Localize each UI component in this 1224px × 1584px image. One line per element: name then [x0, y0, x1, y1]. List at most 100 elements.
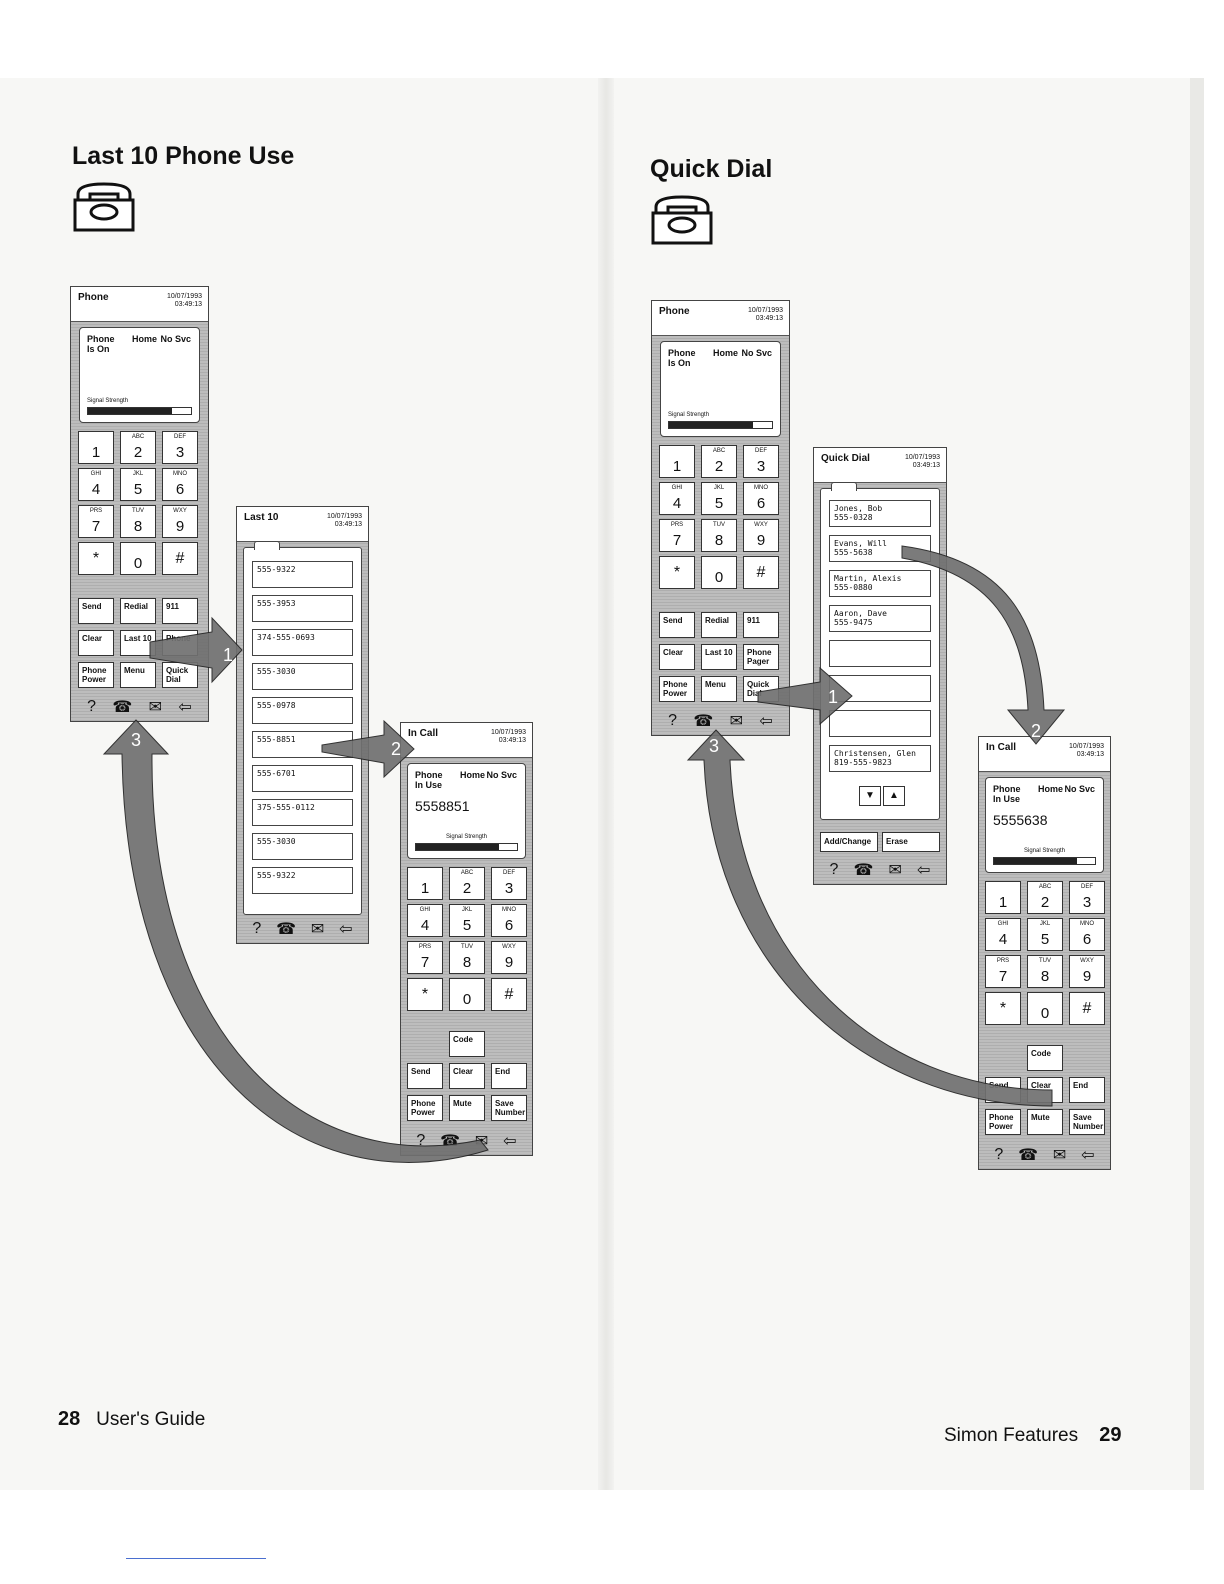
mail-icon[interactable]: ✉ [310, 921, 325, 938]
list-item[interactable] [829, 675, 931, 702]
mail-icon[interactable]: ✉ [888, 862, 902, 879]
keypad-key-hash[interactable]: # [491, 978, 527, 1011]
help-icon[interactable]: ? [829, 861, 839, 878]
phone-icon[interactable]: ☎ [853, 862, 874, 879]
phone-power-button[interactable]: Phone Power [407, 1095, 443, 1121]
list-item[interactable] [829, 640, 931, 667]
mail-icon[interactable]: ✉ [148, 699, 163, 716]
save-number-button[interactable]: Save Number [1069, 1109, 1105, 1135]
phone-button[interactable]: Phone [162, 630, 198, 656]
phone-icon[interactable]: ☎ [1018, 1147, 1039, 1164]
send-button[interactable]: Send [78, 598, 114, 624]
clear-button[interactable]: Clear [1027, 1077, 1063, 1103]
mute-button[interactable]: Mute [449, 1095, 485, 1121]
back-arrow-icon[interactable]: ⇦ [178, 699, 192, 716]
keypad-key-0[interactable]: 0 [449, 978, 485, 1011]
emergency-button[interactable]: 911 [743, 612, 779, 638]
list-item[interactable]: 375-555-0112 [252, 799, 353, 826]
back-arrow-icon[interactable]: ⇦ [1081, 1147, 1095, 1164]
save-number-button[interactable]: Save Number [491, 1095, 527, 1121]
phone-icon[interactable]: ☎ [112, 699, 133, 716]
list-item[interactable]: 555-9322 [252, 867, 353, 894]
help-icon[interactable]: ? [87, 698, 97, 715]
redial-button[interactable]: Redial [701, 612, 737, 638]
help-icon[interactable]: ? [994, 1146, 1004, 1163]
send-button[interactable]: Send [985, 1077, 1021, 1103]
send-button[interactable]: Send [407, 1063, 443, 1089]
last10-button[interactable]: Last 10 [701, 644, 737, 670]
phone-icon[interactable]: ☎ [693, 713, 714, 730]
add-change-button[interactable]: Add/Change [820, 832, 878, 852]
quick-dial-button[interactable]: Quick Dial [743, 676, 779, 702]
scroll-down-button[interactable]: ▼ [859, 786, 881, 806]
clear-button[interactable]: Clear [78, 630, 114, 656]
last10-button[interactable]: Last 10 [120, 630, 156, 656]
list-item[interactable]: 555-3953 [252, 595, 353, 622]
phone-power-button[interactable]: Phone Power [659, 676, 695, 702]
phone-power-button[interactable]: Phone Power [985, 1109, 1021, 1135]
back-arrow-icon[interactable]: ⇦ [759, 713, 773, 730]
menu-button[interactable]: Menu [701, 676, 737, 702]
keypad-key-hash[interactable]: # [743, 556, 779, 589]
list-item[interactable] [829, 710, 931, 737]
keypad-key-1[interactable]: 1 [78, 431, 114, 464]
redial-button[interactable]: Redial [120, 598, 156, 624]
back-arrow-icon[interactable]: ⇦ [503, 1133, 517, 1150]
keypad-key-1[interactable]: 1 [407, 867, 443, 900]
keypad-key-star[interactable]: * [407, 978, 443, 1011]
clear-button[interactable]: Clear [659, 644, 695, 670]
mail-icon[interactable]: ✉ [474, 1133, 489, 1150]
help-icon[interactable]: ? [252, 920, 262, 937]
keypad-key-hash[interactable]: # [162, 542, 198, 575]
list-item[interactable]: 555-6701 [252, 765, 353, 792]
mute-button[interactable]: Mute [1027, 1109, 1063, 1135]
phone-icon[interactable]: ☎ [440, 1133, 461, 1150]
list-item[interactable]: 555-3030 [252, 663, 353, 690]
help-icon[interactable]: ? [668, 712, 678, 729]
keypad-key-0[interactable]: 0 [1027, 992, 1063, 1025]
end-button[interactable]: End [491, 1063, 527, 1089]
mail-icon[interactable]: ✉ [729, 713, 744, 730]
keypad-key-1[interactable]: 1 [659, 445, 695, 478]
phone-pager-button[interactable]: Phone Pager [743, 644, 779, 670]
keypad-key-1[interactable]: 1 [985, 881, 1021, 914]
list-item[interactable]: 555-0978 [252, 697, 353, 724]
scroll-up-button[interactable]: ▲ [883, 786, 905, 806]
mail-icon[interactable]: ✉ [1052, 1147, 1067, 1164]
menu-button[interactable]: Menu [120, 662, 156, 688]
code-button[interactable]: Code [449, 1031, 485, 1057]
quick-dial-button[interactable]: Quick Dial [162, 662, 198, 688]
phone-power-button[interactable]: Phone Power [78, 662, 114, 688]
keypad-key-hash[interactable]: # [1069, 992, 1105, 1025]
keypad-key-0[interactable]: 0 [120, 542, 156, 575]
back-arrow-icon[interactable]: ⇦ [917, 862, 931, 879]
list-item[interactable]: 555-9322 [252, 561, 353, 588]
clear-button[interactable]: Clear [449, 1063, 485, 1089]
